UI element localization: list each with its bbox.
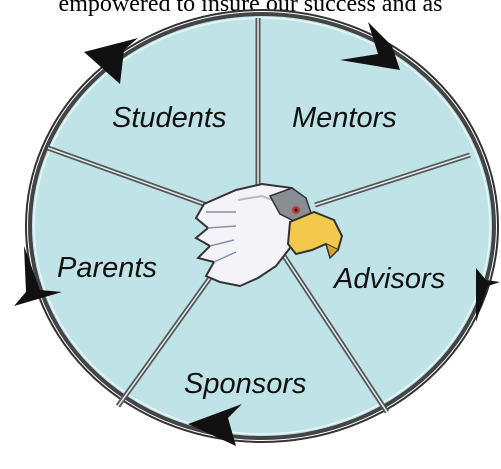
eagle-emblem-icon	[194, 182, 344, 288]
wheel-rim-inner	[33, 17, 491, 435]
arrow-bottom-icon	[188, 404, 242, 446]
wheel-rim-outer	[25, 9, 499, 443]
segment-label-advisors: Advisors	[332, 263, 445, 295]
segment-label-sponsors: Sponsors	[184, 368, 307, 400]
rotation-arrows	[14, 22, 500, 446]
caption-text: empowered to insure our success and as	[58, 0, 443, 17]
segment-label-parents: Parents	[57, 252, 157, 284]
arrow-top-right-icon	[340, 22, 400, 70]
arrow-left-icon	[14, 246, 62, 306]
segment-label-students: Students	[112, 102, 226, 134]
arrow-top-left-icon	[84, 38, 138, 84]
arrow-right-icon	[476, 268, 500, 322]
segment-label-mentors: Mentors	[292, 102, 397, 134]
